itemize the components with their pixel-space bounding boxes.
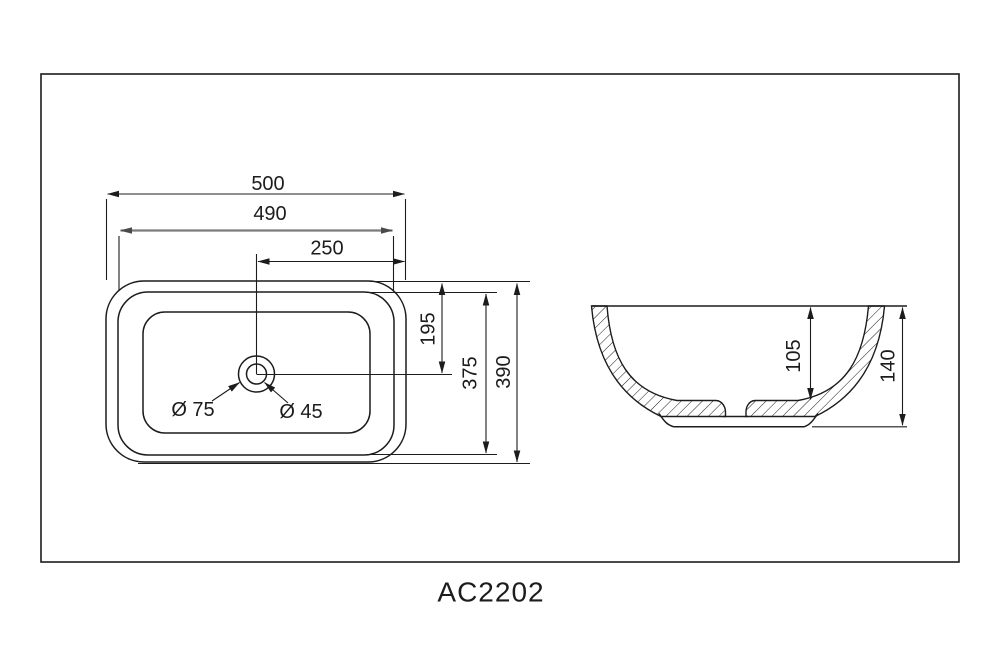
section-view: 105 140 xyxy=(590,305,907,428)
shell-right-section xyxy=(745,305,886,418)
model-number: AC2202 xyxy=(437,577,544,608)
dim-label-105: 105 xyxy=(783,339,805,372)
dim-label-500: 500 xyxy=(251,173,284,195)
leader-drain-recess: Ø 75 xyxy=(171,382,240,421)
dim-label-dia75: Ø 75 xyxy=(171,399,214,421)
dim-label-390: 390 xyxy=(493,355,515,388)
plan-view: 500 490 250 195 375 390 Ø xyxy=(105,173,530,465)
dimension-center-to-right: 250 xyxy=(257,238,405,265)
dimension-width-rim: 490 xyxy=(120,203,393,234)
dimension-depth-rim: 375 xyxy=(460,293,490,454)
dimension-depth-overall: 390 xyxy=(493,283,521,463)
shell-left-section xyxy=(590,305,727,418)
foot-outline xyxy=(658,413,819,428)
dim-label-250: 250 xyxy=(310,238,343,260)
dim-label-490: 490 xyxy=(253,203,286,225)
drawing-border xyxy=(40,73,960,563)
dim-label-375: 375 xyxy=(460,356,482,389)
drain-plan xyxy=(237,254,452,393)
dimension-bowl-depth: 105 xyxy=(783,307,814,400)
dimension-center-to-top: 195 xyxy=(418,283,446,374)
dimension-width-overall: 500 xyxy=(107,173,405,198)
extension-lines-plan xyxy=(105,199,530,465)
dimension-overall-height: 140 xyxy=(878,307,906,426)
dim-label-140: 140 xyxy=(878,349,900,382)
dim-label-dia45: Ø 45 xyxy=(279,401,322,423)
leader-drain-hole: Ø 45 xyxy=(264,382,323,423)
dim-label-195: 195 xyxy=(418,312,440,345)
